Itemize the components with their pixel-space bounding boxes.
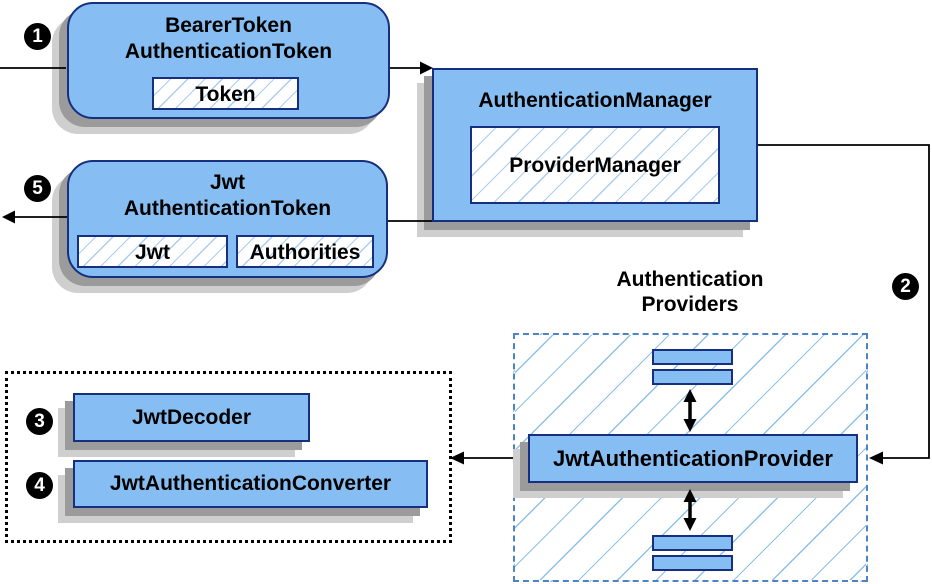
step-4-badge: 4 xyxy=(26,472,53,499)
provider-stack-bar-bottom-2 xyxy=(652,555,733,571)
authorities-field-box: Authorities xyxy=(236,235,374,268)
bearer-token-title-line2: AuthenticationToken xyxy=(124,40,333,63)
provider-manager-box: ProviderManager xyxy=(470,126,720,204)
provider-stack-bar-top-2 xyxy=(652,369,733,385)
jwt-token-title-line1: Jwt xyxy=(209,171,245,194)
bearer-token-authentication-token-box: BearerToken AuthenticationToken Token xyxy=(67,2,390,119)
authentication-providers-label-line1: Authentication xyxy=(616,268,764,291)
step-2-badge: 2 xyxy=(892,273,919,300)
authentication-providers-label-line2: Providers xyxy=(641,293,739,316)
jwt-decoder-converter-container: JwtDecoder JwtAuthenticationConverter xyxy=(5,371,452,543)
provider-stack-bar-bottom-1 xyxy=(652,535,733,551)
jwt-token-title-line2: AuthenticationToken xyxy=(123,197,332,220)
jwt-decoder-box: JwtDecoder xyxy=(73,393,310,442)
manager-to-provider-arrowhead xyxy=(869,451,883,465)
step-5-badge: 5 xyxy=(24,175,51,202)
authentication-providers-container: JwtAuthenticationProvider xyxy=(513,333,868,582)
authentication-manager-title: AuthenticationManager xyxy=(478,89,712,112)
jwt-field-box: Jwt xyxy=(77,235,228,268)
token-field-box: Token xyxy=(152,77,299,110)
exit-arrowhead xyxy=(2,210,15,224)
step-1-badge: 1 xyxy=(24,23,51,50)
jwt-authentication-provider-box: JwtAuthenticationProvider xyxy=(528,434,858,483)
provider-stack-bar-top-1 xyxy=(652,349,733,365)
step-3-badge: 3 xyxy=(26,408,53,435)
jwt-authentication-token-box: Jwt AuthenticationToken Jwt Authorities xyxy=(67,160,388,278)
authentication-manager-box: AuthenticationManager ProviderManager xyxy=(432,68,758,222)
jwt-authentication-converter-box: JwtAuthenticationConverter xyxy=(73,460,428,508)
provider-to-decoder-arrowhead xyxy=(450,451,464,465)
bearer-token-title-line1: BearerToken xyxy=(165,14,292,37)
